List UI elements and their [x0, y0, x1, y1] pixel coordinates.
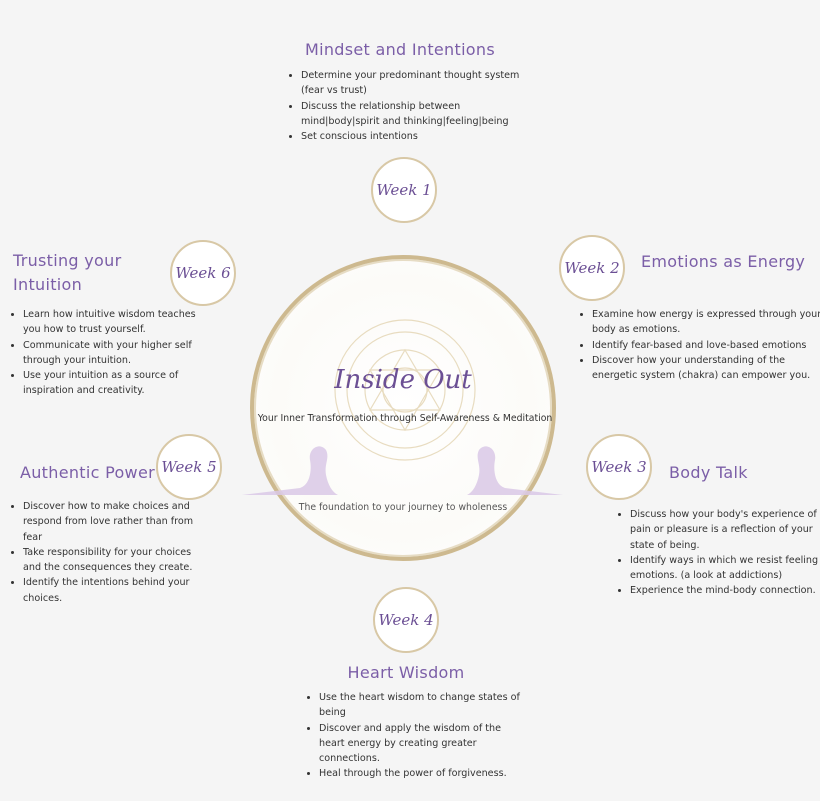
list-item: Use the heart wisdom to change states of…	[319, 690, 529, 721]
week4-badge: Week 4	[373, 587, 439, 653]
center-circle	[250, 255, 556, 561]
list-item: Discover and apply the wisdom of the hea…	[319, 721, 529, 767]
week3-list: Discuss how your body's experience of pa…	[616, 507, 820, 599]
list-item: Determine your predominant thought syste…	[301, 68, 531, 99]
week3-badge: Week 3	[586, 434, 652, 500]
list-item: Set conscious intentions	[301, 129, 531, 144]
tagline: Your Inner Transformation through Self-A…	[257, 413, 553, 424]
list-item: Take responsibility for your choices and…	[23, 545, 203, 576]
yoga-silhouette-left-icon	[242, 446, 338, 495]
list-item: Use your intuition as a source of inspir…	[23, 368, 203, 399]
foundation-text: The foundation to your journey to wholen…	[298, 502, 508, 513]
list-item: Learn how intuitive wisdom teaches you h…	[23, 307, 203, 338]
week6-title: Trusting your Intuition	[13, 251, 122, 294]
list-item: Identify the intentions behind your choi…	[23, 575, 203, 606]
list-item: Identify ways in which we resist feeling…	[630, 553, 820, 584]
list-item: Examine how energy is expressed through …	[592, 307, 820, 338]
list-item: Identify fear-based and love-based emoti…	[592, 338, 820, 353]
week5-title: Authentic Power	[20, 463, 155, 482]
week2-list: Examine how energy is expressed through …	[578, 307, 820, 383]
week4-title: Heart Wisdom	[347, 663, 465, 682]
week2-badge: Week 2	[559, 235, 625, 301]
week1-title: Mindset and Intentions	[305, 40, 495, 59]
week5-list: Discover how to make choices and respond…	[9, 499, 203, 606]
week1-badge: Week 1	[371, 157, 437, 223]
mandala-icon	[334, 319, 476, 461]
list-item: Discover how to make choices and respond…	[23, 499, 203, 545]
week6-badge: Week 6	[170, 240, 236, 306]
list-item: Experience the mind-body connection.	[630, 583, 820, 598]
brand-title: Inside Out	[334, 365, 472, 395]
week3-title: Body Talk	[669, 463, 748, 482]
list-item: Discuss the relationship between mind|bo…	[301, 99, 531, 130]
list-item: Discover how your understanding of the e…	[592, 353, 820, 384]
week1-list: Determine your predominant thought syste…	[287, 68, 531, 144]
week5-badge: Week 5	[156, 434, 222, 500]
list-item: Discuss how your body's experience of pa…	[630, 507, 820, 553]
list-item: Heal through the power of forgiveness.	[319, 766, 529, 781]
yoga-silhouette-right-icon	[467, 446, 563, 495]
week6-list: Learn how intuitive wisdom teaches you h…	[9, 307, 203, 399]
week4-list: Use the heart wisdom to change states of…	[305, 690, 529, 782]
list-item: Communicate with your higher self throug…	[23, 338, 203, 369]
week2-title: Emotions as Energy	[641, 252, 806, 271]
